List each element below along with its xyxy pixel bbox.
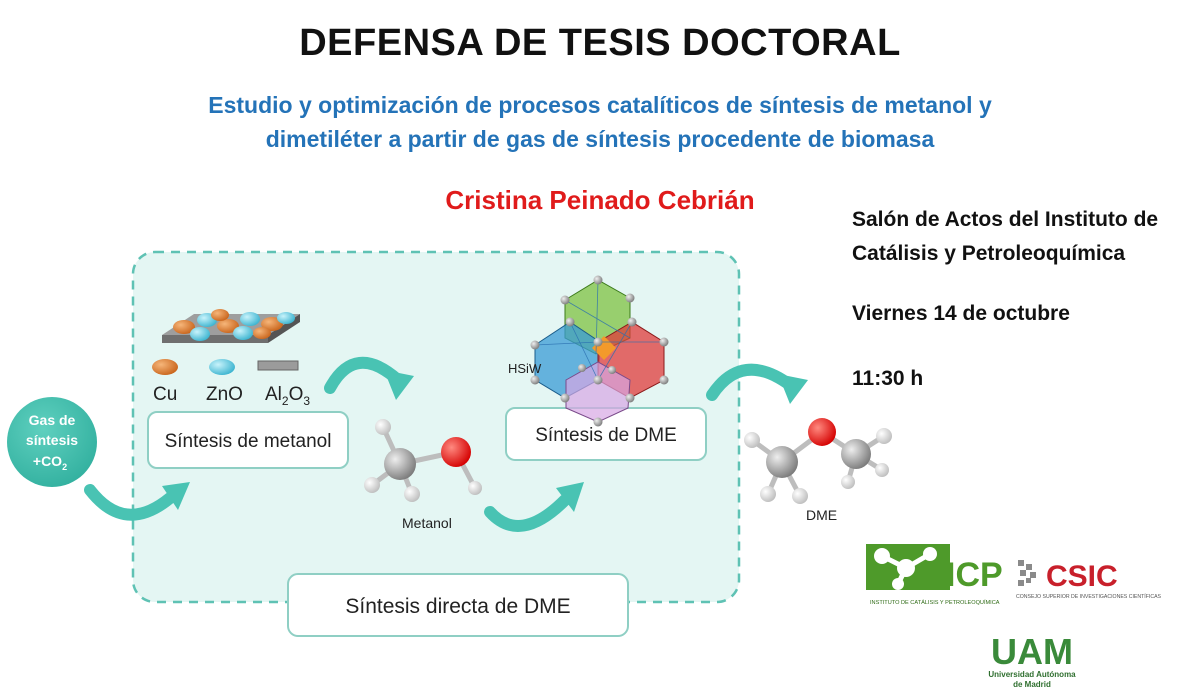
venue-line-2: Catálisis y Petroleoquímica [852, 242, 1126, 265]
author-name: Cristina Peinado Cebrián [445, 185, 755, 215]
methanol-molecule: Metanol [364, 419, 482, 531]
arrow-methanol-to-dme-step [484, 494, 571, 532]
svg-text:Al2O3: Al2O3 [265, 384, 310, 408]
arrow-input-to-methanol [84, 484, 176, 521]
legend-al-subscript: 2 [282, 394, 289, 408]
thesis-title-line-1: Estudio y optimización de procesos catal… [208, 92, 992, 118]
icp-logo: ICP INSTITUTO DE CATÁLISIS Y PETROLEOQUÍ… [866, 544, 1003, 606]
input-label-line-2: síntesis [26, 432, 78, 448]
thesis-title-line-2: dimetiléter a partir de gas de síntesis … [265, 126, 935, 152]
csic-logo-fullname: CONSEJO SUPERIOR DE INVESTIGACIONES CIEN… [1016, 593, 1162, 600]
dme-molecule: DME [744, 418, 892, 523]
zno-legend-dot [209, 359, 235, 375]
cu-zno-catalyst-illustration [162, 309, 300, 343]
csic-logo: CSIC CONSEJO SUPERIOR DE INVESTIGACIONES… [1016, 560, 1162, 600]
csic-logo-wordmark: CSIC [1046, 560, 1118, 593]
hsiw-label: HSiW [508, 361, 542, 376]
input-syngas-circle: Gas de síntesis +CO2 [7, 397, 97, 487]
legend-cu: Cu [153, 384, 177, 405]
al2o3-legend-plate [257, 360, 299, 371]
slide-title: DEFENSA DE TESIS DOCTORAL [299, 22, 901, 64]
uam-logo-wordmark: UAM [991, 631, 1073, 672]
input-label-line-1: Gas de [29, 412, 76, 428]
step-direct-dme-synthesis: Síntesis directa de DME [287, 573, 629, 637]
arrowhead-2 [384, 370, 414, 400]
legend-o-subscript: 3 [303, 394, 310, 408]
event-date: Viernes 14 de octubre [852, 302, 1070, 325]
catalyst-legend: Cu ZnO Al2O3 [152, 359, 310, 408]
dme-label: DME [806, 507, 837, 523]
arrowhead-3 [556, 482, 584, 512]
hsiw-catalyst-illustration: HSiW [508, 275, 669, 427]
step-dme-synthesis: Síntesis de DME [505, 407, 707, 461]
legend-zno: ZnO [206, 384, 243, 405]
cu-legend-dot [152, 359, 178, 375]
step2-label: Síntesis de DME [535, 425, 677, 446]
legend-o: O [289, 384, 304, 405]
step-methanol-synthesis: Síntesis de metanol [147, 411, 349, 469]
venue-line-1: Salón de Actos del Instituto de [852, 208, 1159, 231]
process-diagram: Gas de síntesis +CO2 Cu ZnO Al2O3 Síntes… [7, 250, 892, 637]
uam-logo: UAM Universidad Autónoma de Madrid [988, 631, 1076, 689]
methanol-label: Metanol [402, 515, 452, 531]
icp-logo-wordmark: ICP [946, 556, 1003, 594]
input-label-line-3: +CO [33, 453, 62, 469]
icp-logo-fullname: INSTITUTO DE CATÁLISIS Y PETROLEOQUÍMICA [870, 599, 1000, 606]
arrowhead-1 [162, 482, 190, 510]
svg-text:+CO2: +CO2 [33, 453, 67, 472]
legend-al: Al [265, 384, 282, 405]
arrowhead-4 [778, 374, 808, 404]
step1-label: Síntesis de metanol [165, 431, 332, 452]
input-label-subscript: 2 [62, 462, 67, 472]
uam-logo-line-1: Universidad Autónoma [988, 670, 1076, 679]
event-time: 11:30 h [852, 367, 924, 390]
step3-label: Síntesis directa de DME [345, 595, 570, 618]
uam-logo-line-2: de Madrid [1013, 680, 1051, 689]
